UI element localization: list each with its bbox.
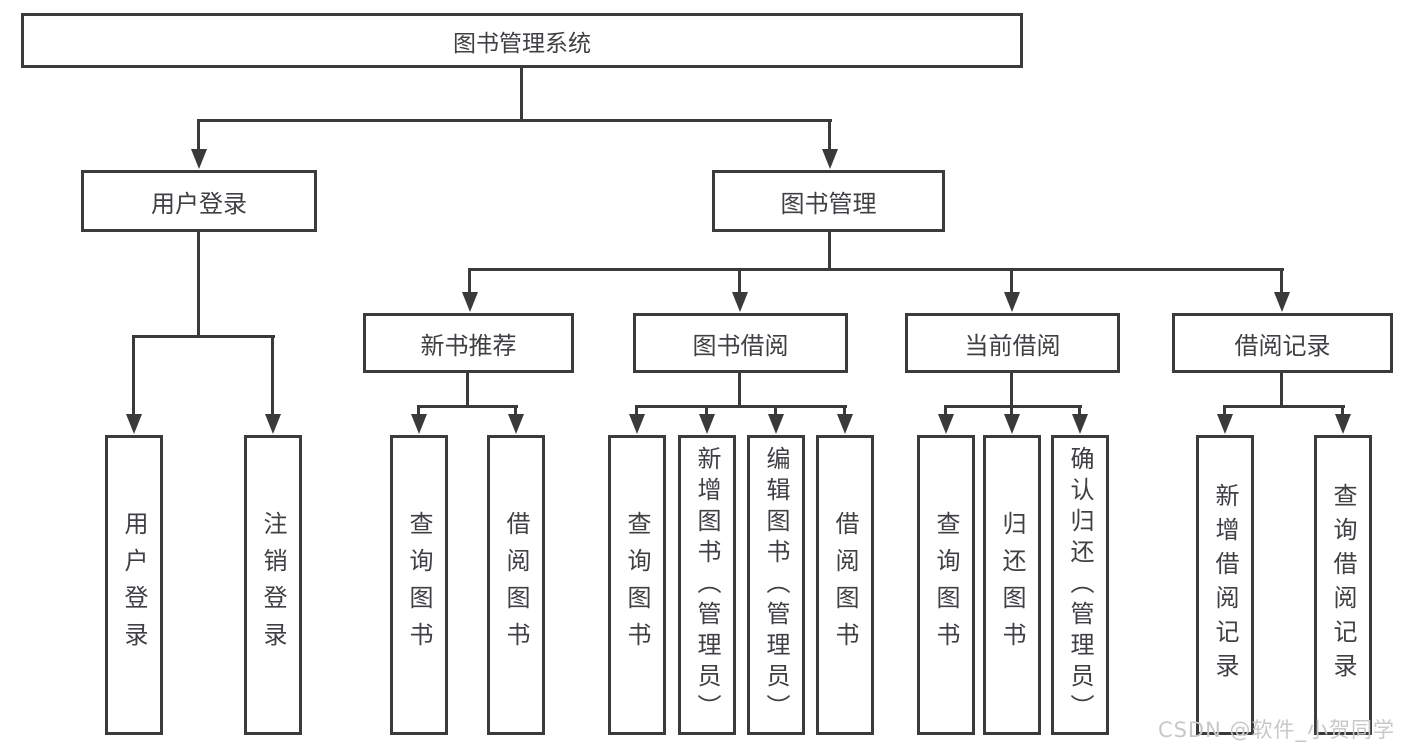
arrow-down-icon [1335,414,1351,434]
leaf-borrow-book-1: 借阅图书 [487,435,545,735]
node-library-system: 图书管理系统 [21,13,1023,68]
arrow-down-icon [126,414,142,434]
connector-line [828,232,831,271]
leaf-add-book-admin: 新增图书（管理员） [678,435,736,735]
connector-line [417,405,518,408]
connector-line [132,335,135,418]
leaf-borrow-book-2-label: 借阅图书 [831,511,859,659]
connector-line [468,268,1284,271]
leaf-confirm-return-admin: 确认归还（管理员） [1051,435,1109,735]
leaf-query-book-2: 查询图书 [608,435,666,735]
leaf-add-book-admin-label: 新增图书（管理员） [693,445,721,725]
leaf-query-book-2-label: 查询图书 [623,511,651,659]
leaf-user-login-label: 用户登录 [120,511,148,659]
connector-line [514,405,517,418]
node-user-login-label: 用户登录 [151,189,247,218]
arrow-down-icon [265,414,281,434]
node-user-login: 用户登录 [81,170,317,232]
leaf-logout-label: 注销登录 [259,511,287,659]
arrow-down-icon [1004,292,1020,312]
connector-line [774,405,777,418]
connector-line [417,405,420,418]
leaf-logout: 注销登录 [244,435,302,735]
connector-line [197,232,200,338]
connector-line [1010,405,1013,418]
leaf-query-book-1: 查询图书 [390,435,448,735]
arrow-down-icon [1004,414,1020,434]
connector-line [738,268,741,296]
leaf-query-book-3: 查询图书 [917,435,975,735]
arrow-down-icon [629,414,645,434]
leaf-query-book-1-label: 查询图书 [405,511,433,659]
node-book-management: 图书管理 [712,170,945,232]
connector-line [1010,373,1013,408]
node-new-book-recommend: 新书推荐 [363,313,574,373]
leaf-query-borrow-record-label: 查询借阅记录 [1329,483,1357,687]
connector-line [944,405,947,418]
node-book-management-label: 图书管理 [780,189,877,218]
arrow-down-icon [837,414,853,434]
leaf-return-book: 归还图书 [983,435,1041,735]
leaf-query-borrow-record: 查询借阅记录 [1314,435,1372,735]
arrow-down-icon [462,292,478,312]
connector-line [271,335,274,418]
node-current-borrow: 当前借阅 [905,313,1120,373]
node-borrow-record-label: 借阅记录 [1234,331,1331,360]
connector-line [635,405,847,408]
connector-line [944,405,1082,408]
connector-line [705,405,708,418]
connector-line [635,405,638,418]
leaf-add-borrow-record-label: 新增借阅记录 [1211,483,1239,687]
connector-line [1223,405,1345,408]
leaf-user-login: 用户登录 [105,435,163,735]
leaf-add-borrow-record: 新增借阅记录 [1196,435,1254,735]
connector-line [133,335,275,338]
leaf-query-book-3-label: 查询图书 [932,511,960,659]
connector-line [1280,373,1283,408]
leaf-borrow-book-1-label: 借阅图书 [502,511,530,659]
connector-line [1078,405,1081,418]
arrow-down-icon [1274,292,1290,312]
connector-line [1341,405,1344,418]
connector-line [1010,268,1013,296]
node-book-borrow-label: 图书借阅 [692,331,789,360]
node-borrow-record: 借阅记录 [1172,313,1393,373]
leaf-borrow-book-2: 借阅图书 [816,435,874,735]
leaf-edit-book-admin-label: 编辑图书（管理员） [762,445,790,725]
arrow-down-icon [1217,414,1233,434]
csdn-watermark: CSDN @软件_小贺同学 [1157,718,1395,742]
arrow-down-icon [508,414,524,434]
connector-line [466,373,469,408]
arrow-down-icon [822,149,838,169]
connector-line [520,68,523,122]
node-new-book-recommend-label: 新书推荐 [420,331,517,360]
arrow-down-icon [938,414,954,434]
connector-line [1280,268,1283,296]
leaf-confirm-return-admin-label: 确认归还（管理员） [1066,445,1094,725]
arrow-down-icon [191,149,207,169]
arrow-down-icon [1072,414,1088,434]
arrow-down-icon [699,414,715,434]
leaf-return-book-label: 归还图书 [998,511,1026,659]
leaf-edit-book-admin: 编辑图书（管理员） [747,435,805,735]
node-book-borrow: 图书借阅 [633,313,848,373]
connector-line [738,373,741,408]
connector-line [468,268,471,296]
node-current-borrow-label: 当前借阅 [964,331,1061,360]
node-library-system-label: 图书管理系统 [453,30,591,57]
connector-line [843,405,846,418]
connector-line [197,119,832,122]
arrow-down-icon [732,292,748,312]
arrow-down-icon [411,414,427,434]
connector-line [1223,405,1226,418]
arrow-down-icon [768,414,784,434]
connector-line [828,119,831,152]
connector-line [197,119,200,152]
